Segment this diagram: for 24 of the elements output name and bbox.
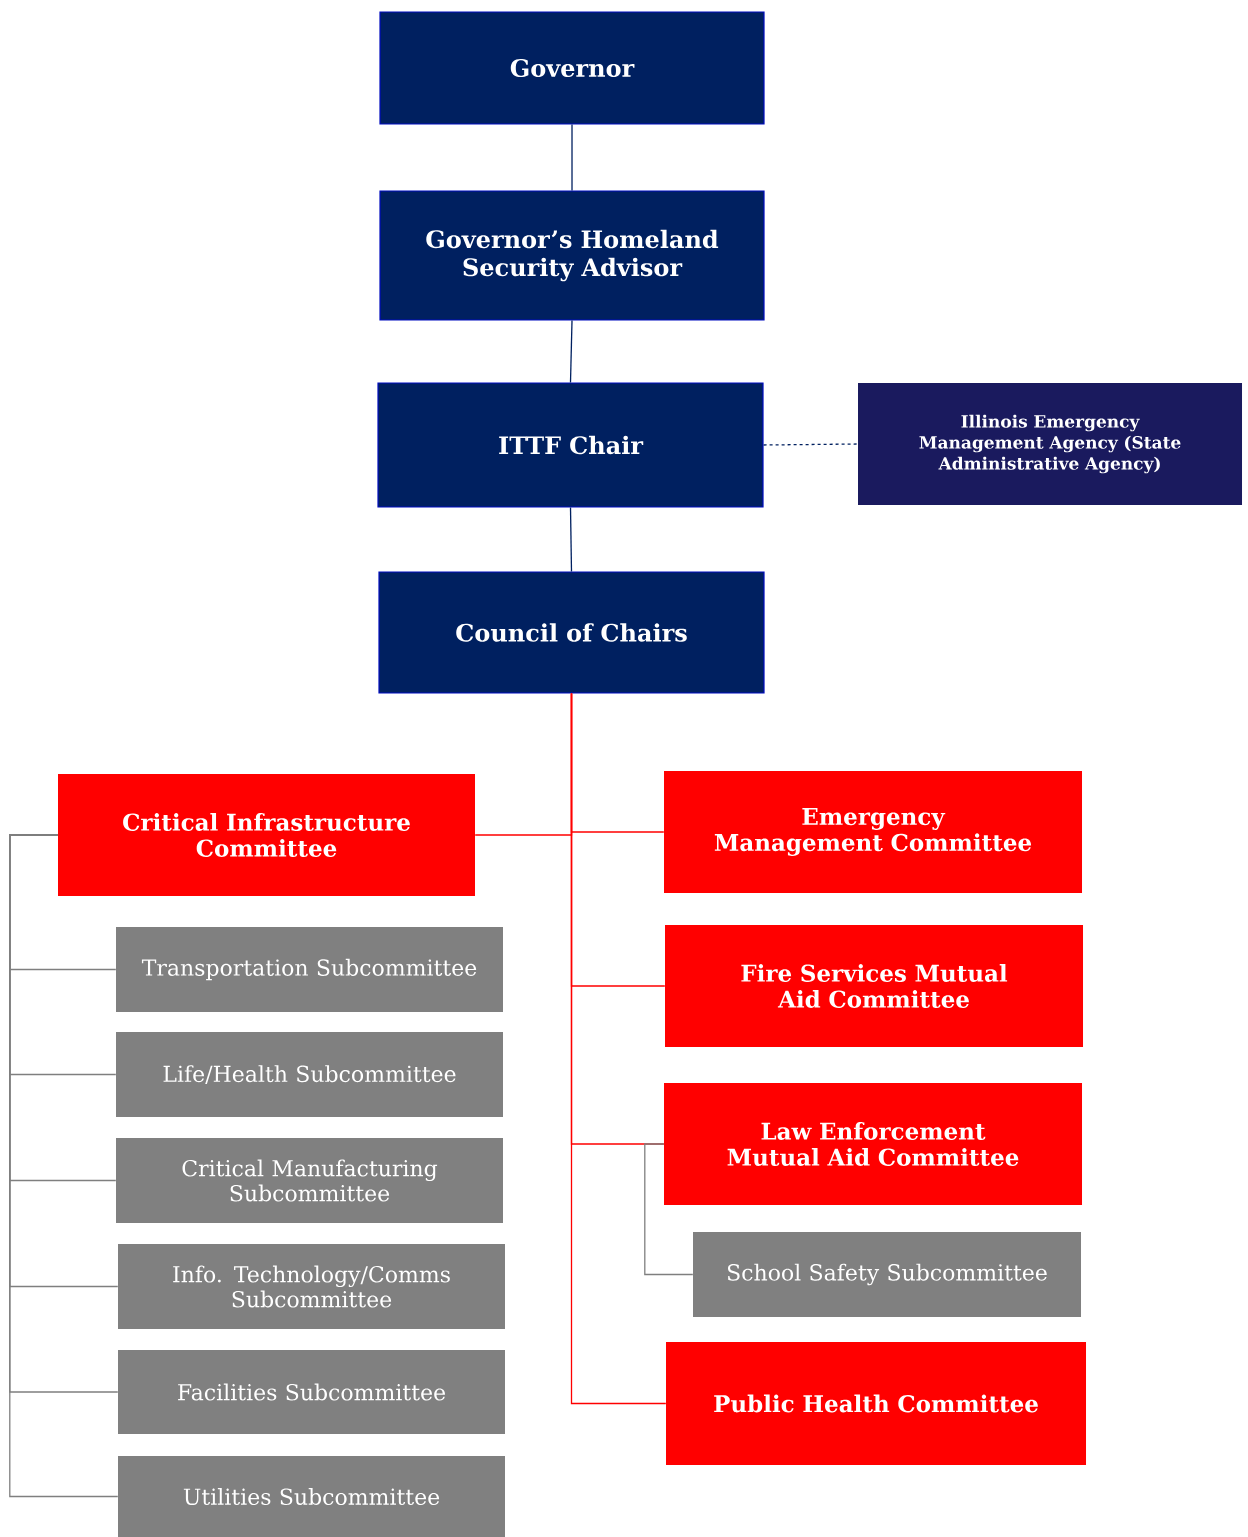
org-chart-box: Governor’s Homeland Security Advisor <box>379 190 765 321</box>
subcommittee-box: School Safety Subcommittee <box>693 1232 1081 1317</box>
subcommittee-box: Critical Manufacturing Subcommittee <box>116 1138 503 1223</box>
committee-box: Critical Infrastructure Committee <box>58 774 475 896</box>
committee-box: Fire Services Mutual Aid Committee <box>665 925 1083 1047</box>
subcommittee-box: Life/Health Subcommittee <box>116 1032 503 1117</box>
agency-box: Illinois Emergency Management Agency (State Administrative Agency) <box>858 383 1242 505</box>
subcommittee-box: Utilities Subcommittee <box>118 1456 505 1537</box>
connector-line <box>9 834 119 1498</box>
org-chart-box: ITTF Chair <box>377 382 764 508</box>
subcommittee-box: Info. Technology/Comms Subcommittee <box>118 1244 505 1329</box>
committee-box: Emergency Management Committee <box>664 771 1082 893</box>
connector-line <box>569 506 573 573</box>
org-chart-box: Governor <box>379 11 765 125</box>
connector-line <box>569 319 573 384</box>
org-chart-box: Council of Chairs <box>378 571 765 694</box>
subcommittee-box: Transportation Subcommittee <box>116 927 503 1012</box>
subcommittee-box: Facilities Subcommittee <box>118 1350 505 1434</box>
connector-line <box>762 443 859 446</box>
connector-line <box>644 1143 694 1276</box>
connector-line <box>571 123 573 192</box>
committee-box: Law Enforcement Mutual Aid Committee <box>664 1083 1082 1205</box>
committee-box: Public Health Committee <box>666 1342 1086 1465</box>
connector-line <box>570 692 667 1405</box>
